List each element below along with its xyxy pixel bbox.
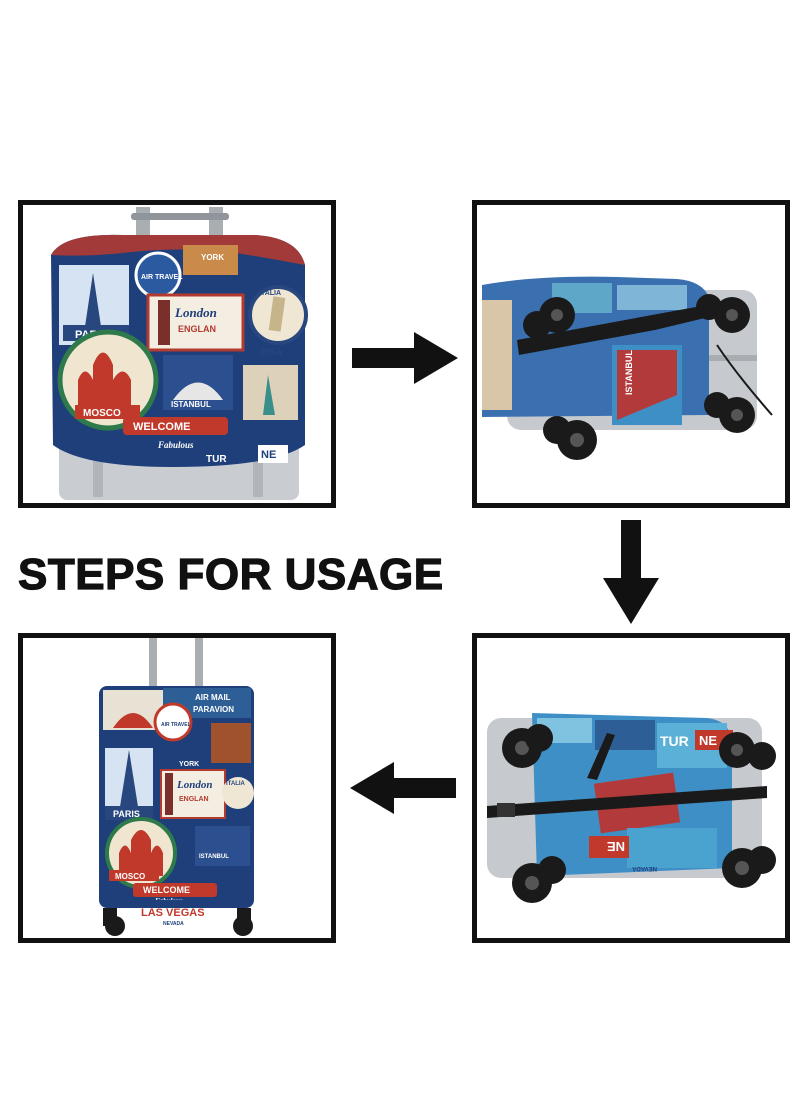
svg-text:ISTANBUL: ISTANBUL [199,854,229,860]
svg-text:London: London [174,305,217,320]
step-3-panel: TUR NE NE NEVADA [472,633,790,943]
svg-text:AIR MAIL: AIR MAIL [195,693,231,702]
trolley-handle-bar [131,213,229,220]
trolley-handle-left [149,638,157,688]
step-1-panel: PARIS AIR TRAVEL YORK London ENGLAN ITAL… [18,200,336,508]
svg-text:WASHINGTON: WASHINGTON [107,738,148,744]
step-2-illustration: ISTANBUL [482,276,773,460]
svg-text:ENGLAN: ENGLAN [178,324,216,334]
strap-buckle [497,803,515,817]
wheel [105,916,125,936]
svg-text:ITALIA: ITALIA [259,290,281,297]
svg-text:TUR: TUR [206,454,227,465]
svg-text:NE: NE [261,449,276,461]
svg-text:ISTANBUL: ISTANBUL [171,400,211,409]
svg-text:ISTANBUL: ISTANBUL [624,350,634,395]
svg-text:PARIS: PARIS [113,809,140,819]
sticker-monument [183,245,238,275]
svg-text:NEVADA: NEVADA [631,865,657,871]
step-2-panel: ISTANBUL [472,200,790,508]
wheel [233,916,253,936]
trolley-handle-right [195,638,203,688]
svg-text:AIR TRAVEL: AIR TRAVEL [161,722,191,728]
arrow-left-icon [350,762,456,814]
svg-text:MOSCO: MOSCO [115,872,145,881]
arrow-right-icon [352,332,458,384]
steps-heading: STEPS FOR USAGE [17,549,444,599]
arrow-down-icon [603,520,659,624]
svg-text:PISA: PISA [261,347,283,357]
step-3-illustration: TUR NE NE NEVADA [487,713,776,903]
svg-text:MOSCO: MOSCO [83,408,121,419]
fastening-strap [487,786,767,818]
svg-text:London: London [176,779,212,791]
svg-text:NEVADA: NEVADA [163,921,184,927]
svg-text:WELCOME: WELCOME [133,421,190,433]
svg-text:ITALIA: ITALIA [226,781,246,787]
fastening-strap [517,305,709,355]
step-1-illustration: PARIS AIR TRAVEL YORK London ENGLAN ITAL… [51,207,308,500]
svg-text:NE: NE [699,733,717,748]
svg-text:PARAVION: PARAVION [193,705,234,714]
sticker-welcome [123,417,228,435]
svg-text:WELCOME: WELCOME [143,885,190,895]
svg-text:ENGLAN: ENGLAN [179,796,209,803]
step-4-panel: AIR MAIL PARAVION AIR TRAVEL WASHINGTON … [18,633,336,943]
step-4-illustration: AIR MAIL PARAVION AIR TRAVEL WASHINGTON … [99,638,254,936]
svg-text:AIR TRAVEL: AIR TRAVEL [141,274,183,281]
svg-text:NE: NE [607,839,625,854]
svg-text:TUR: TUR [660,733,689,749]
svg-text:Fabulous: Fabulous [157,440,194,450]
svg-text:YORK: YORK [201,253,224,262]
svg-text:LAS VEGAS: LAS VEGAS [141,907,205,919]
svg-text:YORK: YORK [179,761,199,768]
